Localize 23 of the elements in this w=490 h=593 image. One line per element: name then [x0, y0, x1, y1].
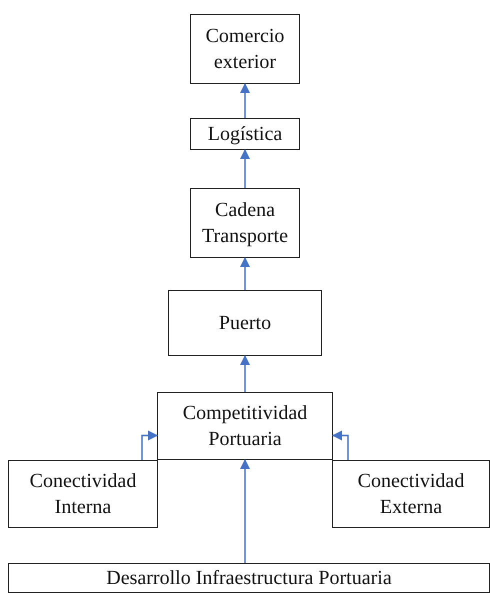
box-label: Puerto — [218, 311, 272, 336]
process-box — [8, 563, 490, 593]
process-box — [332, 460, 490, 528]
arrow — [240, 459, 250, 563]
box-label: Conectividad Interna — [28, 469, 138, 520]
arrow — [240, 257, 250, 290]
box-label: Logística — [208, 122, 282, 147]
process-box — [157, 392, 333, 460]
process-box — [8, 460, 158, 528]
arrow — [240, 149, 250, 188]
process-box — [190, 118, 300, 150]
box-label: Cadena Transporte — [201, 198, 289, 249]
arrow — [240, 355, 250, 392]
process-box — [190, 14, 300, 84]
box-label: Conectividad Externa — [356, 469, 466, 520]
box-label: Comercio exterior — [204, 24, 286, 75]
process-box — [190, 188, 300, 258]
arrow — [141, 430, 158, 460]
box-label: Desarrollo Infraestructura Portuaria — [106, 566, 392, 591]
arrow — [240, 83, 250, 118]
box-label: Competitividad Portuaria — [182, 401, 308, 452]
process-box — [168, 290, 322, 356]
arrow — [332, 430, 349, 460]
